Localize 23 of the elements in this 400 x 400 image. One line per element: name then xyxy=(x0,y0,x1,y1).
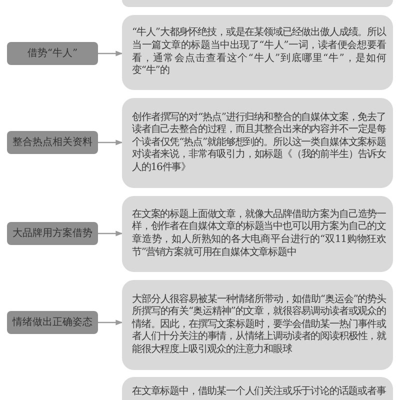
topic-text: 情绪做出正确姿态 xyxy=(12,316,92,328)
topic-box xyxy=(7,42,98,65)
topic-box xyxy=(7,222,98,245)
arrow xyxy=(98,320,123,326)
description-text: “牛人”大都身怀绝技，或是在某领域已经做出傲人成绩。所以当一篇文章的标题当中出现了“牛人”一词，读者便会想要看看，通常会点击查看这个“牛人”到底哪里“牛”，是如何变“牛”的 xyxy=(132,27,386,78)
description-text: 在文案的标题上面做文章，就像大品牌借助方案为自己造势一样，创作者在自媒体文章的标题当中也可以用方案为自己的文章造势，如人所熟知的各大电商平台进行的“双11购物狂欢节”营销方案就可用在自媒体文章标题中 xyxy=(132,208,386,260)
topic-text: 整合热点相关资料 xyxy=(12,136,92,148)
arrow xyxy=(98,140,123,146)
topic-text: 大品牌用方案借势 xyxy=(12,228,92,240)
description-box xyxy=(122,0,393,7)
description-box xyxy=(122,15,393,90)
description-text: 创作者撰写的对“热点”进行归纳和整合的自媒体文案，免去了读者自己去整合的过程，而且其整合出来的内容并不一定是每个读者仅凭“热点”就能够想到的。所以这一类自媒体文案标题对读者来说，非常有吸引力，如标题《（我的前半生）告诉女人的16件事》 xyxy=(132,112,386,174)
description-box xyxy=(122,280,393,370)
description-text: 大部分人很容易被某一种情绪所带动，如借助“奥运会”的势头所撰写的有关“奥运精神”的文章，就很容易调动读者或观众的情绪。因此，在撰写文案标题时，要学会借助某一热门事件或者人们十分关注的事情，从情绪上调动读者的阅读积极性，就能很大程度上吸引观众的注意力和眼球 xyxy=(132,294,386,356)
description-text: 在文章标题中，借助某一个人们关注或乐于讨论的话题或者事 xyxy=(132,385,386,398)
description-box xyxy=(122,98,393,188)
arrow xyxy=(98,230,123,236)
description-box xyxy=(122,196,393,272)
topic-box xyxy=(7,131,98,154)
topic-box xyxy=(7,311,98,334)
topic-text: 借势“牛人” xyxy=(27,48,78,60)
description-box xyxy=(122,377,393,400)
arrow xyxy=(98,50,123,56)
